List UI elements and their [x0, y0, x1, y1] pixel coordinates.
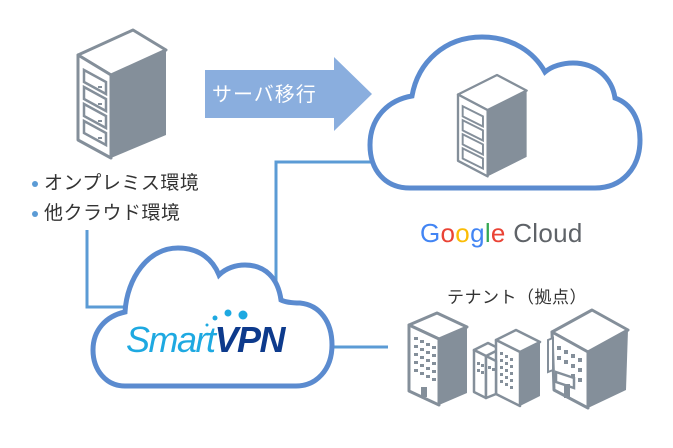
gcloud-server-icon [456, 73, 528, 178]
cloud-wordmark: Cloud [505, 218, 583, 248]
arrow-right-icon [205, 57, 372, 131]
connector-vpn-to-gcloud [274, 160, 374, 300]
connector-source-to-vpn [85, 230, 125, 309]
google-letter: e [490, 218, 506, 248]
tenant-label: テナント（拠点） [447, 288, 587, 308]
source-item-label: 他クラウド環境 [44, 202, 181, 224]
source-environment-list: オンプレミス環境 他クラウド環境 [30, 168, 199, 228]
smartvpn-logo-smart: Smart [126, 319, 216, 360]
source-item-onpremise: オンプレミス環境 [30, 168, 199, 198]
source-item-label: オンプレミス環境 [44, 172, 200, 194]
company-building-icon [547, 308, 630, 410]
source-item-other-cloud: 他クラウド環境 [30, 198, 199, 228]
google-cloud-logo: Google Cloud [420, 218, 583, 249]
vpn-cloud-icon [90, 245, 335, 389]
migration-arrow-label: サーバ移行 [212, 82, 317, 106]
google-wordmark: Google [420, 218, 506, 248]
source-server-icon [76, 28, 168, 160]
bullet-icon [32, 211, 38, 217]
google-letter: g [470, 218, 485, 248]
vpn-logo-dots [205, 309, 248, 327]
office-building-icon [407, 311, 469, 407]
twin-buildings-icon [472, 328, 542, 408]
google-letter: l [484, 218, 491, 248]
google-letter: o [440, 218, 456, 248]
smartvpn-logo: SmartVPN [126, 319, 286, 361]
google-letter: G [420, 218, 441, 248]
smartvpn-logo-vpn: VPN [214, 319, 286, 360]
bullet-icon [32, 181, 38, 187]
connectors [85, 160, 388, 349]
google-letter: o [455, 218, 471, 248]
